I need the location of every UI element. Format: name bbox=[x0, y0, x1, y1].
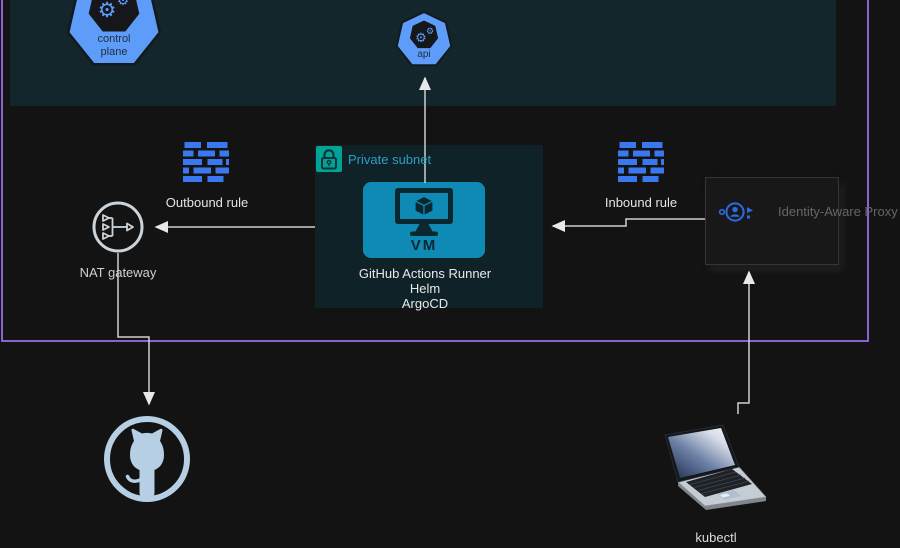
api-kubernetes-icon: ⚙ ⚙ bbox=[395, 10, 453, 67]
kubectl-label: kubectl bbox=[695, 530, 737, 545]
outbound-rule-label: Outbound rule bbox=[165, 195, 249, 210]
outbound-firewall-icon bbox=[183, 142, 229, 182]
lock-icon bbox=[316, 146, 342, 172]
inbound-rule-label: Inbound rule bbox=[604, 195, 678, 210]
gears-badge bbox=[409, 20, 439, 49]
nat-gateway-label: NAT gateway bbox=[79, 265, 157, 280]
gear-icon: ⚙ bbox=[117, 0, 130, 8]
gears-badge bbox=[88, 0, 140, 32]
vm-label: VM bbox=[410, 237, 438, 254]
control-plane-kubernetes-icon: ⚙ ⚙ ⚙ bbox=[66, 0, 162, 66]
vm-stack-label: GitHub Actions Runner Helm ArgoCD bbox=[358, 266, 492, 311]
vpc-boundary-box bbox=[1, 0, 869, 342]
gear-icon: ⚙ bbox=[426, 26, 434, 36]
vm-node bbox=[363, 182, 485, 258]
github-icon bbox=[104, 416, 190, 502]
identity-aware-proxy-box: Identity-Aware Proxy bbox=[705, 177, 898, 265]
vm-monitor-icon bbox=[395, 188, 453, 236]
identity-aware-proxy-icon bbox=[718, 202, 753, 222]
gear-icon: ⚙ bbox=[98, 0, 117, 22]
inbound-firewall-icon bbox=[618, 142, 664, 182]
api-label: api bbox=[417, 49, 431, 60]
nat-gateway-icon bbox=[92, 201, 144, 253]
control-plane-label: control plane bbox=[97, 33, 131, 58]
identity-aware-proxy-label: Identity-Aware Proxy bbox=[778, 204, 898, 219]
laptop-icon bbox=[664, 424, 767, 510]
private-subnet-label: Private subnet bbox=[348, 152, 432, 167]
gear-icon: ⚙ bbox=[415, 30, 427, 45]
